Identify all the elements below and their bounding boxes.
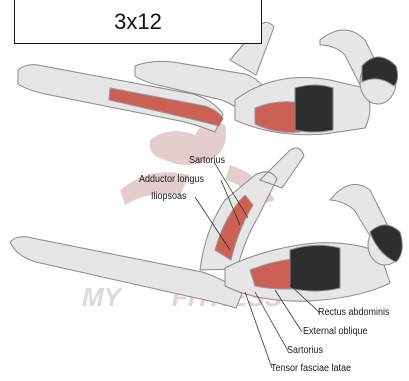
reps-text: 3x12 [114, 9, 162, 35]
label-sartorius-top: Sartorius [189, 155, 225, 166]
reps-box: 3x12 [14, 0, 262, 44]
label-sartorius-bottom: Sartorius [287, 345, 323, 356]
bottom-figure [10, 148, 402, 308]
label-external-oblique: External oblique [303, 326, 368, 337]
label-rectus-abdominis: Rectus abdominis [318, 307, 390, 318]
bottom-clothing [290, 245, 340, 291]
label-iliopsoas: Iliopsoas [151, 191, 187, 202]
top-clothing [295, 85, 333, 132]
label-adductor-longus: Adductor longus [139, 174, 204, 185]
watermark-text-my: MY [82, 282, 124, 312]
label-tensor-fasciae-latae: Tensor fasciae latae [271, 363, 351, 374]
